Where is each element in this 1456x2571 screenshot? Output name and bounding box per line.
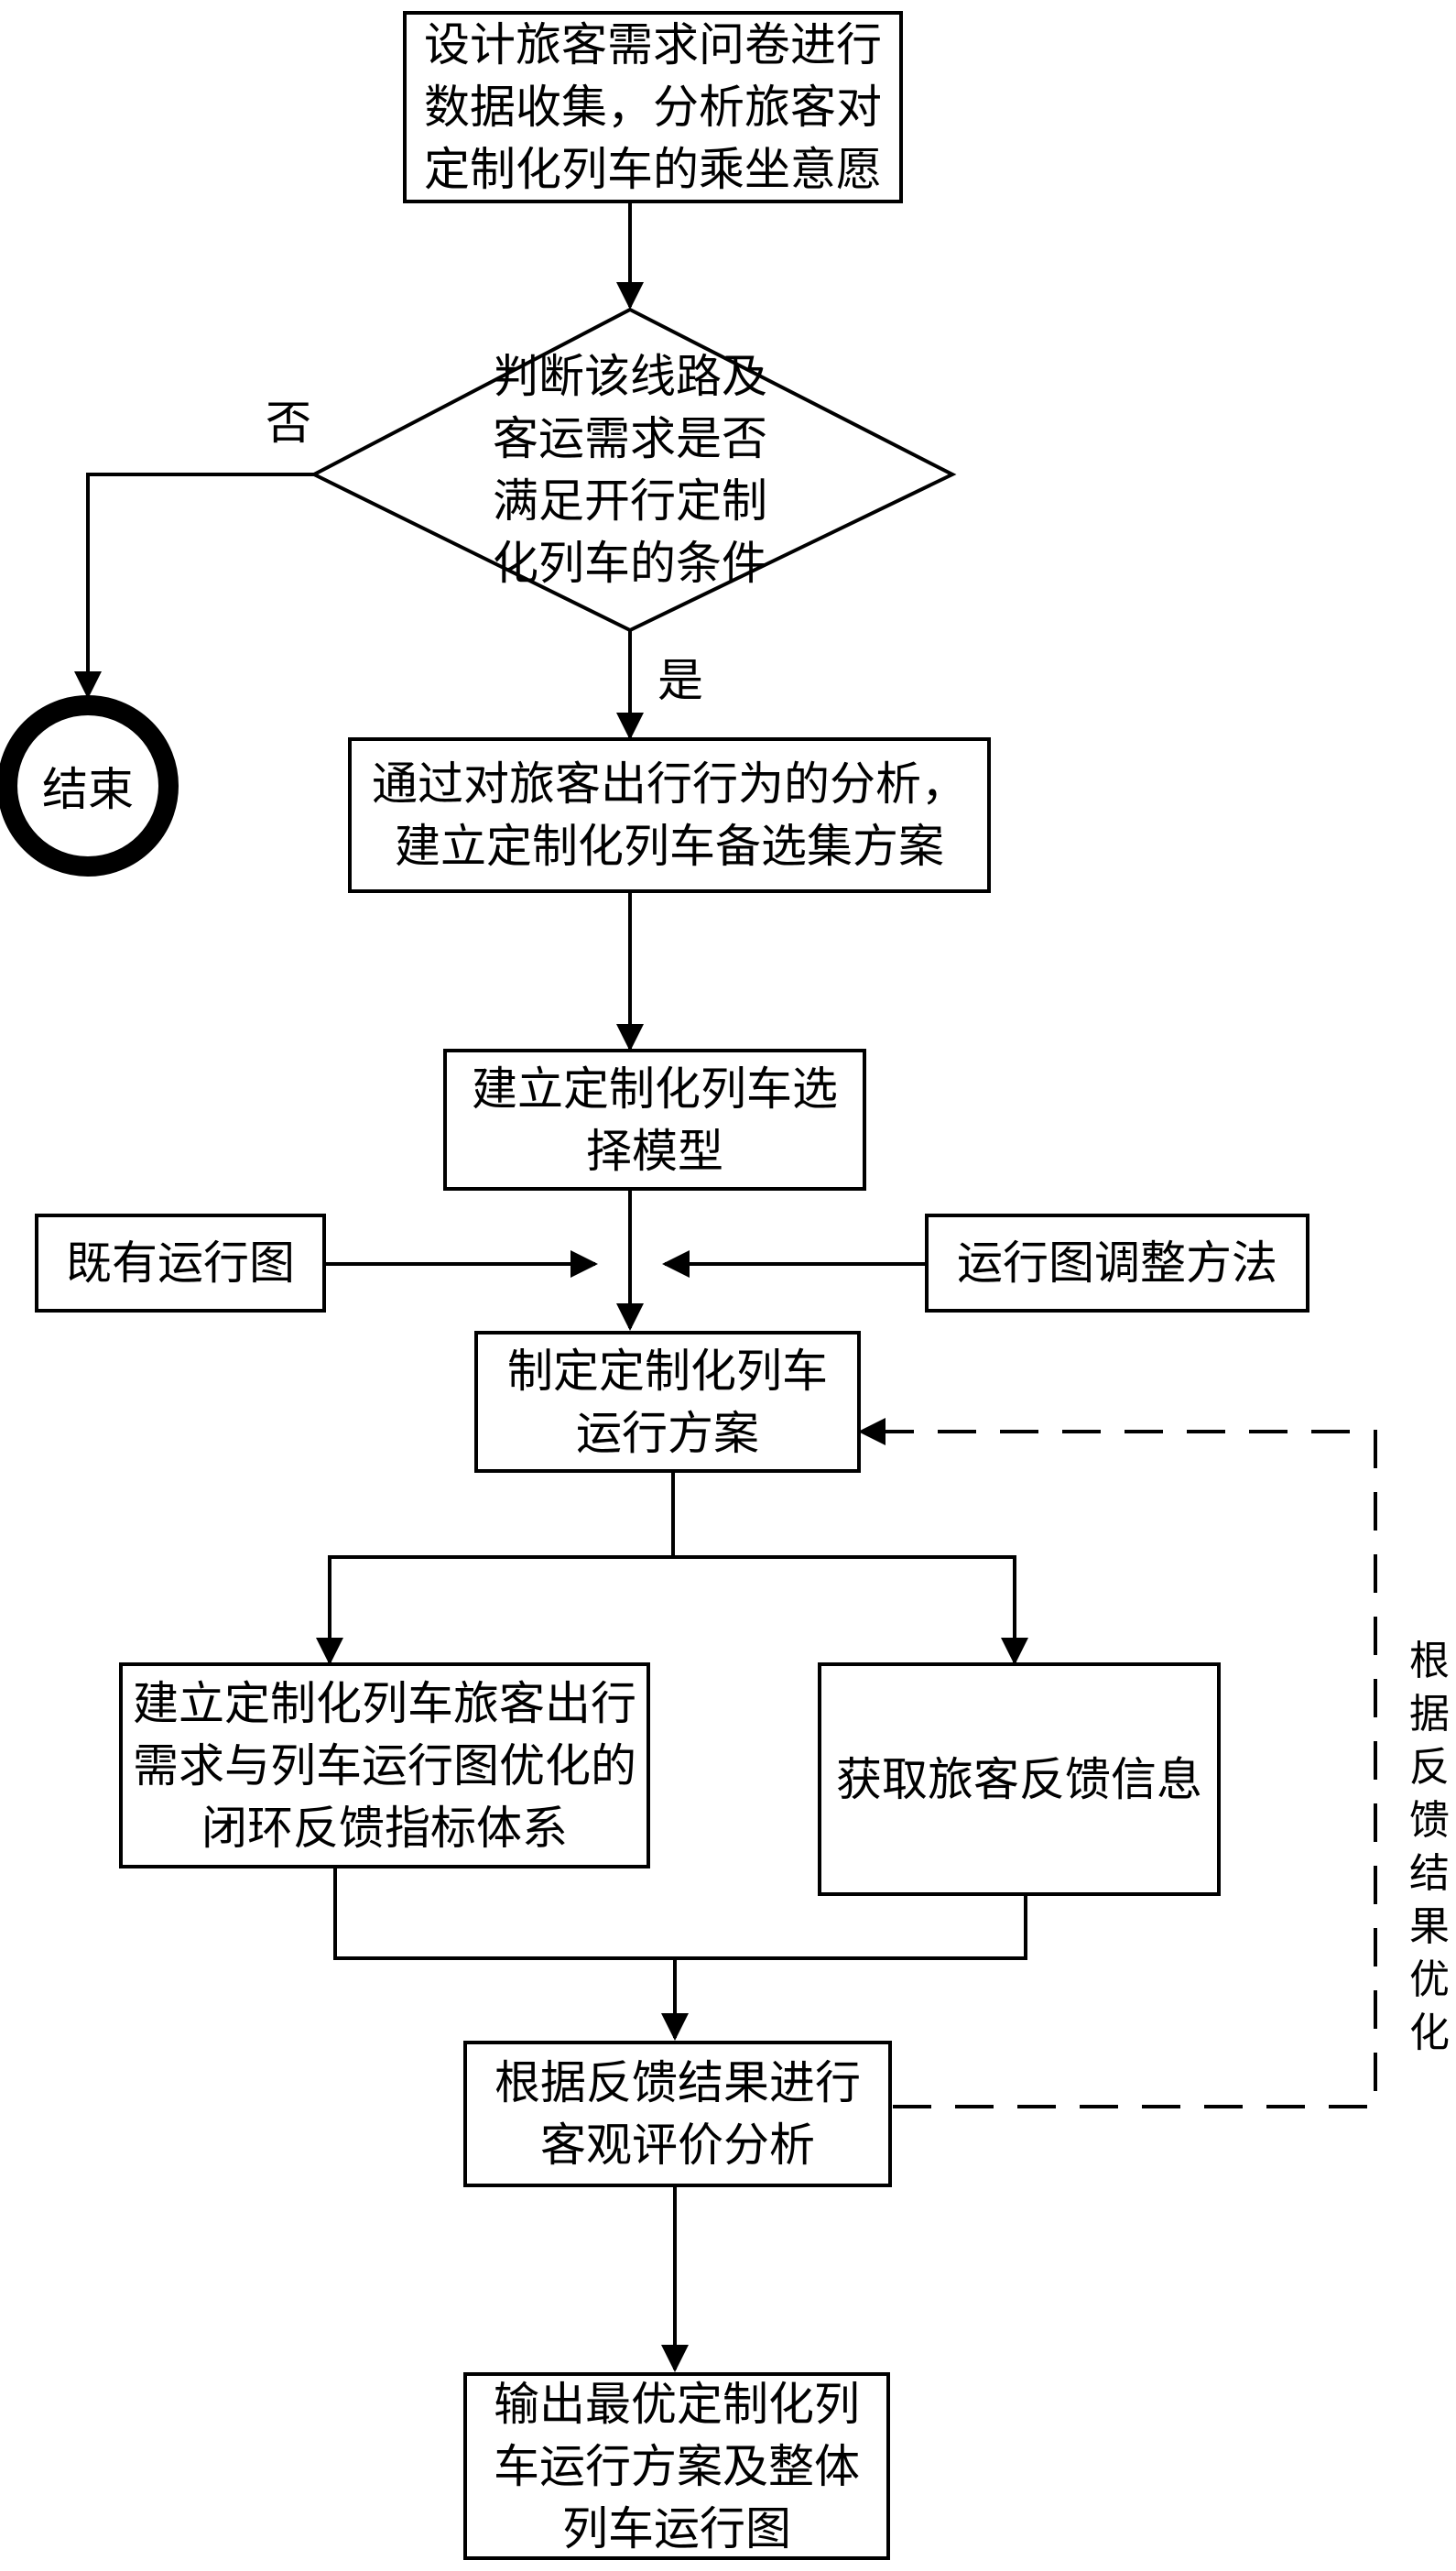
evaluation-box: 根据反馈结果进行 客观评价分析 <box>463 2041 892 2187</box>
output-line-1: 输出最优定制化列 <box>494 2377 860 2431</box>
selection-model-line-1: 建立定制化列车选 <box>472 1062 838 1116</box>
feedback-system-line-3: 闭环反馈指标体系 <box>201 1801 568 1855</box>
selection-model-box: 建立定制化列车选 择模型 <box>443 1049 866 1191</box>
candidate-box: 通过对旅客出行行为的分析， 建立定制化列车备选集方案 <box>348 737 991 893</box>
feedback-system-line-2: 需求与列车运行图优化的 <box>133 1738 636 1792</box>
loop-char-8: 化 <box>1409 2010 1450 2056</box>
edge-split-right <box>673 1555 1028 1665</box>
survey-line-1: 设计旅客需求问卷进行 <box>424 18 882 71</box>
survey-line-3: 定制化列车的乘坐意愿 <box>424 143 882 196</box>
loop-char-7: 优 <box>1409 1956 1450 2003</box>
decision-line-1: 判断该线路及 <box>493 350 767 403</box>
edge-split-left <box>316 1555 673 1665</box>
get-feedback-box: 获取旅客反馈信息 <box>818 1662 1221 1896</box>
decision-line-4: 化列车的条件 <box>493 537 767 590</box>
yes-label: 是 <box>657 654 703 707</box>
survey-line-2: 数据收集，分析旅客对 <box>424 81 882 134</box>
candidate-line-1: 通过对旅客出行行为的分析， <box>372 757 967 811</box>
evaluation-line-1: 根据反馈结果进行 <box>494 2056 861 2109</box>
loop-char-3: 反 <box>1409 1744 1450 1791</box>
operation-plan-line-1: 制定定制化列车 <box>507 1344 828 1398</box>
existing-graph-box: 既有运行图 <box>35 1214 326 1313</box>
operation-plan-box: 制定定制化列车 运行方案 <box>474 1331 861 1473</box>
output-line-2: 车运行方案及整体 <box>494 2439 860 2493</box>
decision-text: 判断该线路及 客运需求是否 满足开行定制 化列车的条件 <box>447 342 813 598</box>
loop-char-1: 根 <box>1409 1638 1450 1684</box>
adjust-method-label: 运行图调整方法 <box>957 1236 1277 1290</box>
decision-line-3: 满足开行定制 <box>493 474 767 528</box>
loop-char-2: 据 <box>1409 1691 1450 1738</box>
edge-decision-end <box>74 473 314 699</box>
adjust-method-box: 运行图调整方法 <box>925 1214 1309 1313</box>
selection-model-line-2: 择模型 <box>586 1124 723 1178</box>
end-label: 结束 <box>42 763 134 816</box>
loop-char-4: 馈 <box>1409 1797 1450 1844</box>
existing-graph-label: 既有运行图 <box>66 1236 295 1290</box>
decision-line-2: 客运需求是否 <box>493 412 767 465</box>
end-circle <box>0 695 179 877</box>
survey-box: 设计旅客需求问卷进行 数据收集，分析旅客对 定制化列车的乘坐意愿 <box>403 11 903 203</box>
feedback-system-line-1: 建立定制化列车旅客出行 <box>133 1676 636 1730</box>
loop-label: 根 据 反 馈 结 果 优 化 <box>1406 1635 1453 2060</box>
loop-char-5: 结 <box>1409 1850 1450 1897</box>
operation-plan-line-2: 运行方案 <box>576 1406 759 1460</box>
evaluation-line-2: 客观评价分析 <box>540 2119 815 2172</box>
output-line-3: 列车运行图 <box>562 2501 791 2555</box>
loop-char-6: 果 <box>1409 1903 1450 1950</box>
feedback-system-box: 建立定制化列车旅客出行 需求与列车运行图优化的 闭环反馈指标体系 <box>119 1662 650 1868</box>
candidate-line-2: 建立定制化列车备选集方案 <box>395 820 944 873</box>
no-label: 否 <box>266 397 311 450</box>
get-feedback-label: 获取旅客反馈信息 <box>836 1752 1202 1806</box>
edge-merge <box>333 1868 1027 1960</box>
output-box: 输出最优定制化列 车运行方案及整体 列车运行图 <box>463 2372 890 2560</box>
edge-feedback-loop <box>858 1418 1377 2108</box>
